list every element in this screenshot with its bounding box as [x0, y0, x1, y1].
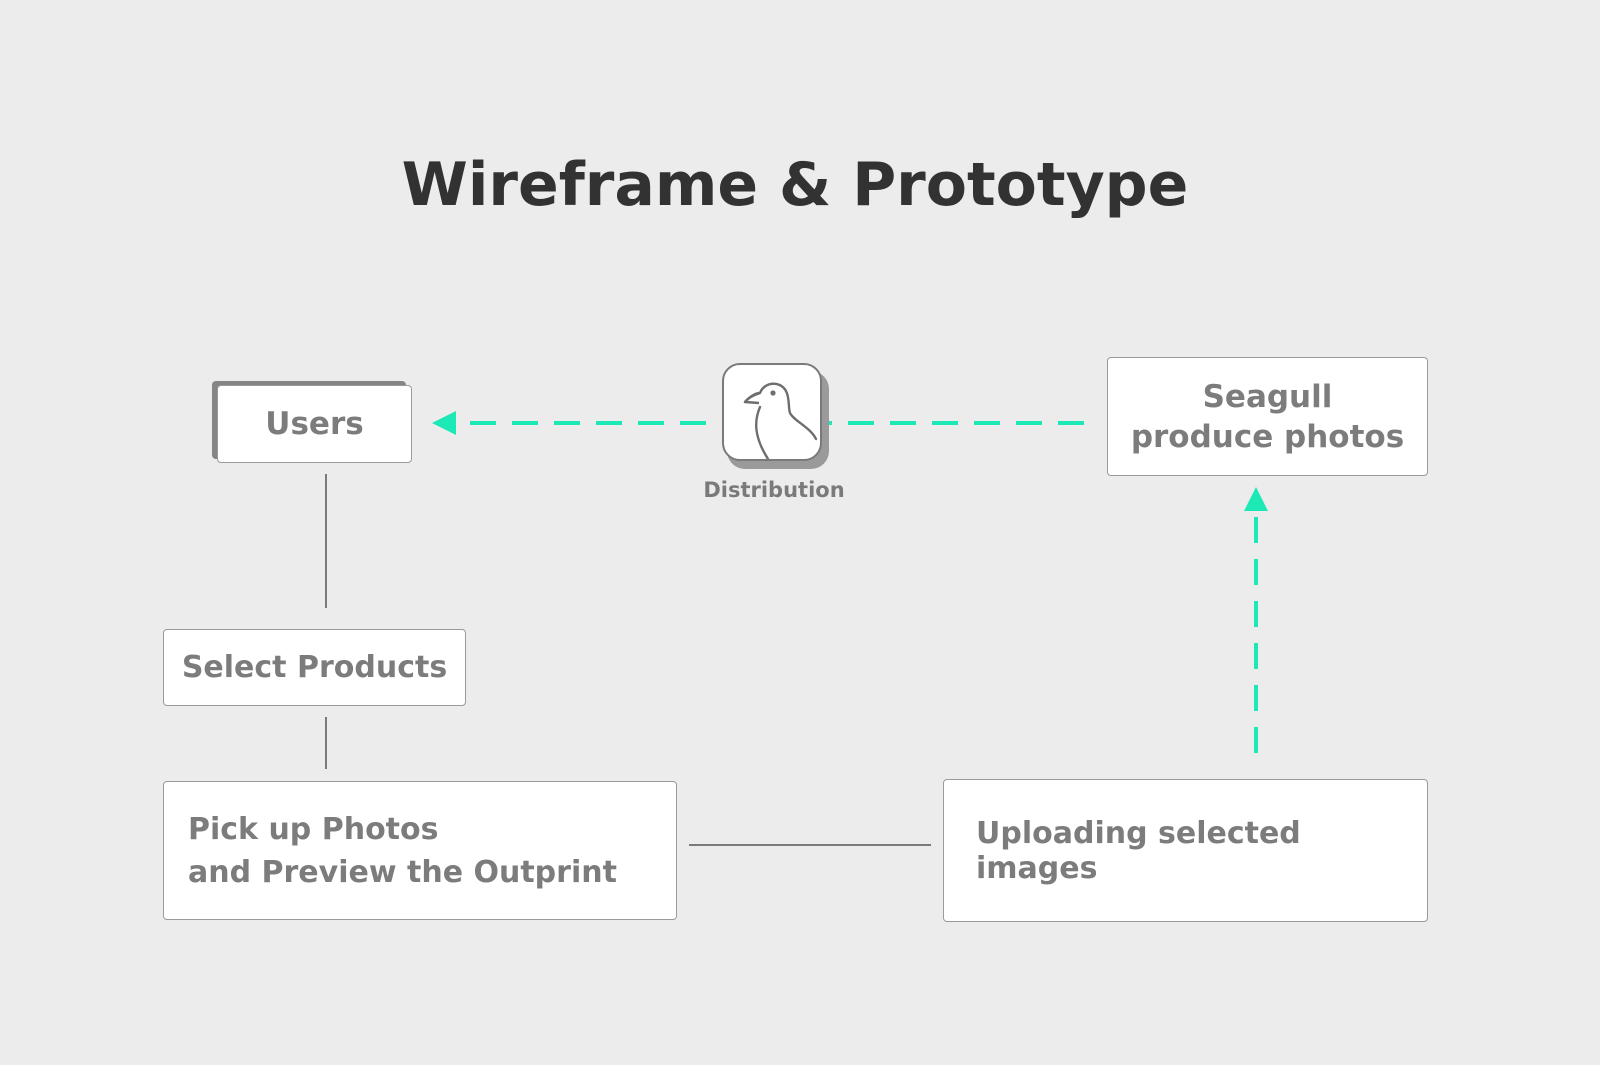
seagull-node-label: Seagull produce photos — [1130, 378, 1405, 455]
select-products-label: Select Products — [181, 650, 448, 685]
uploading-label: Uploading selected images — [976, 815, 1301, 886]
select-products-node: Select Products — [163, 629, 466, 706]
users-node-label: Users — [265, 406, 364, 442]
users-node: Users — [217, 385, 412, 463]
pick-photos-label: Pick up Photos and Preview the Outprint — [188, 811, 617, 890]
seagull-node: Seagull produce photos — [1107, 357, 1428, 476]
arrowhead-to-users — [432, 411, 456, 435]
seagull-icon — [722, 363, 822, 461]
arrowhead-to-seagull — [1244, 487, 1268, 511]
pick-photos-node: Pick up Photos and Preview the Outprint — [163, 781, 677, 920]
uploading-node: Uploading selected images — [943, 779, 1428, 922]
distribution-label: Distribution — [703, 478, 845, 502]
diagram-title: Wireframe & Prototype — [401, 150, 1189, 220]
